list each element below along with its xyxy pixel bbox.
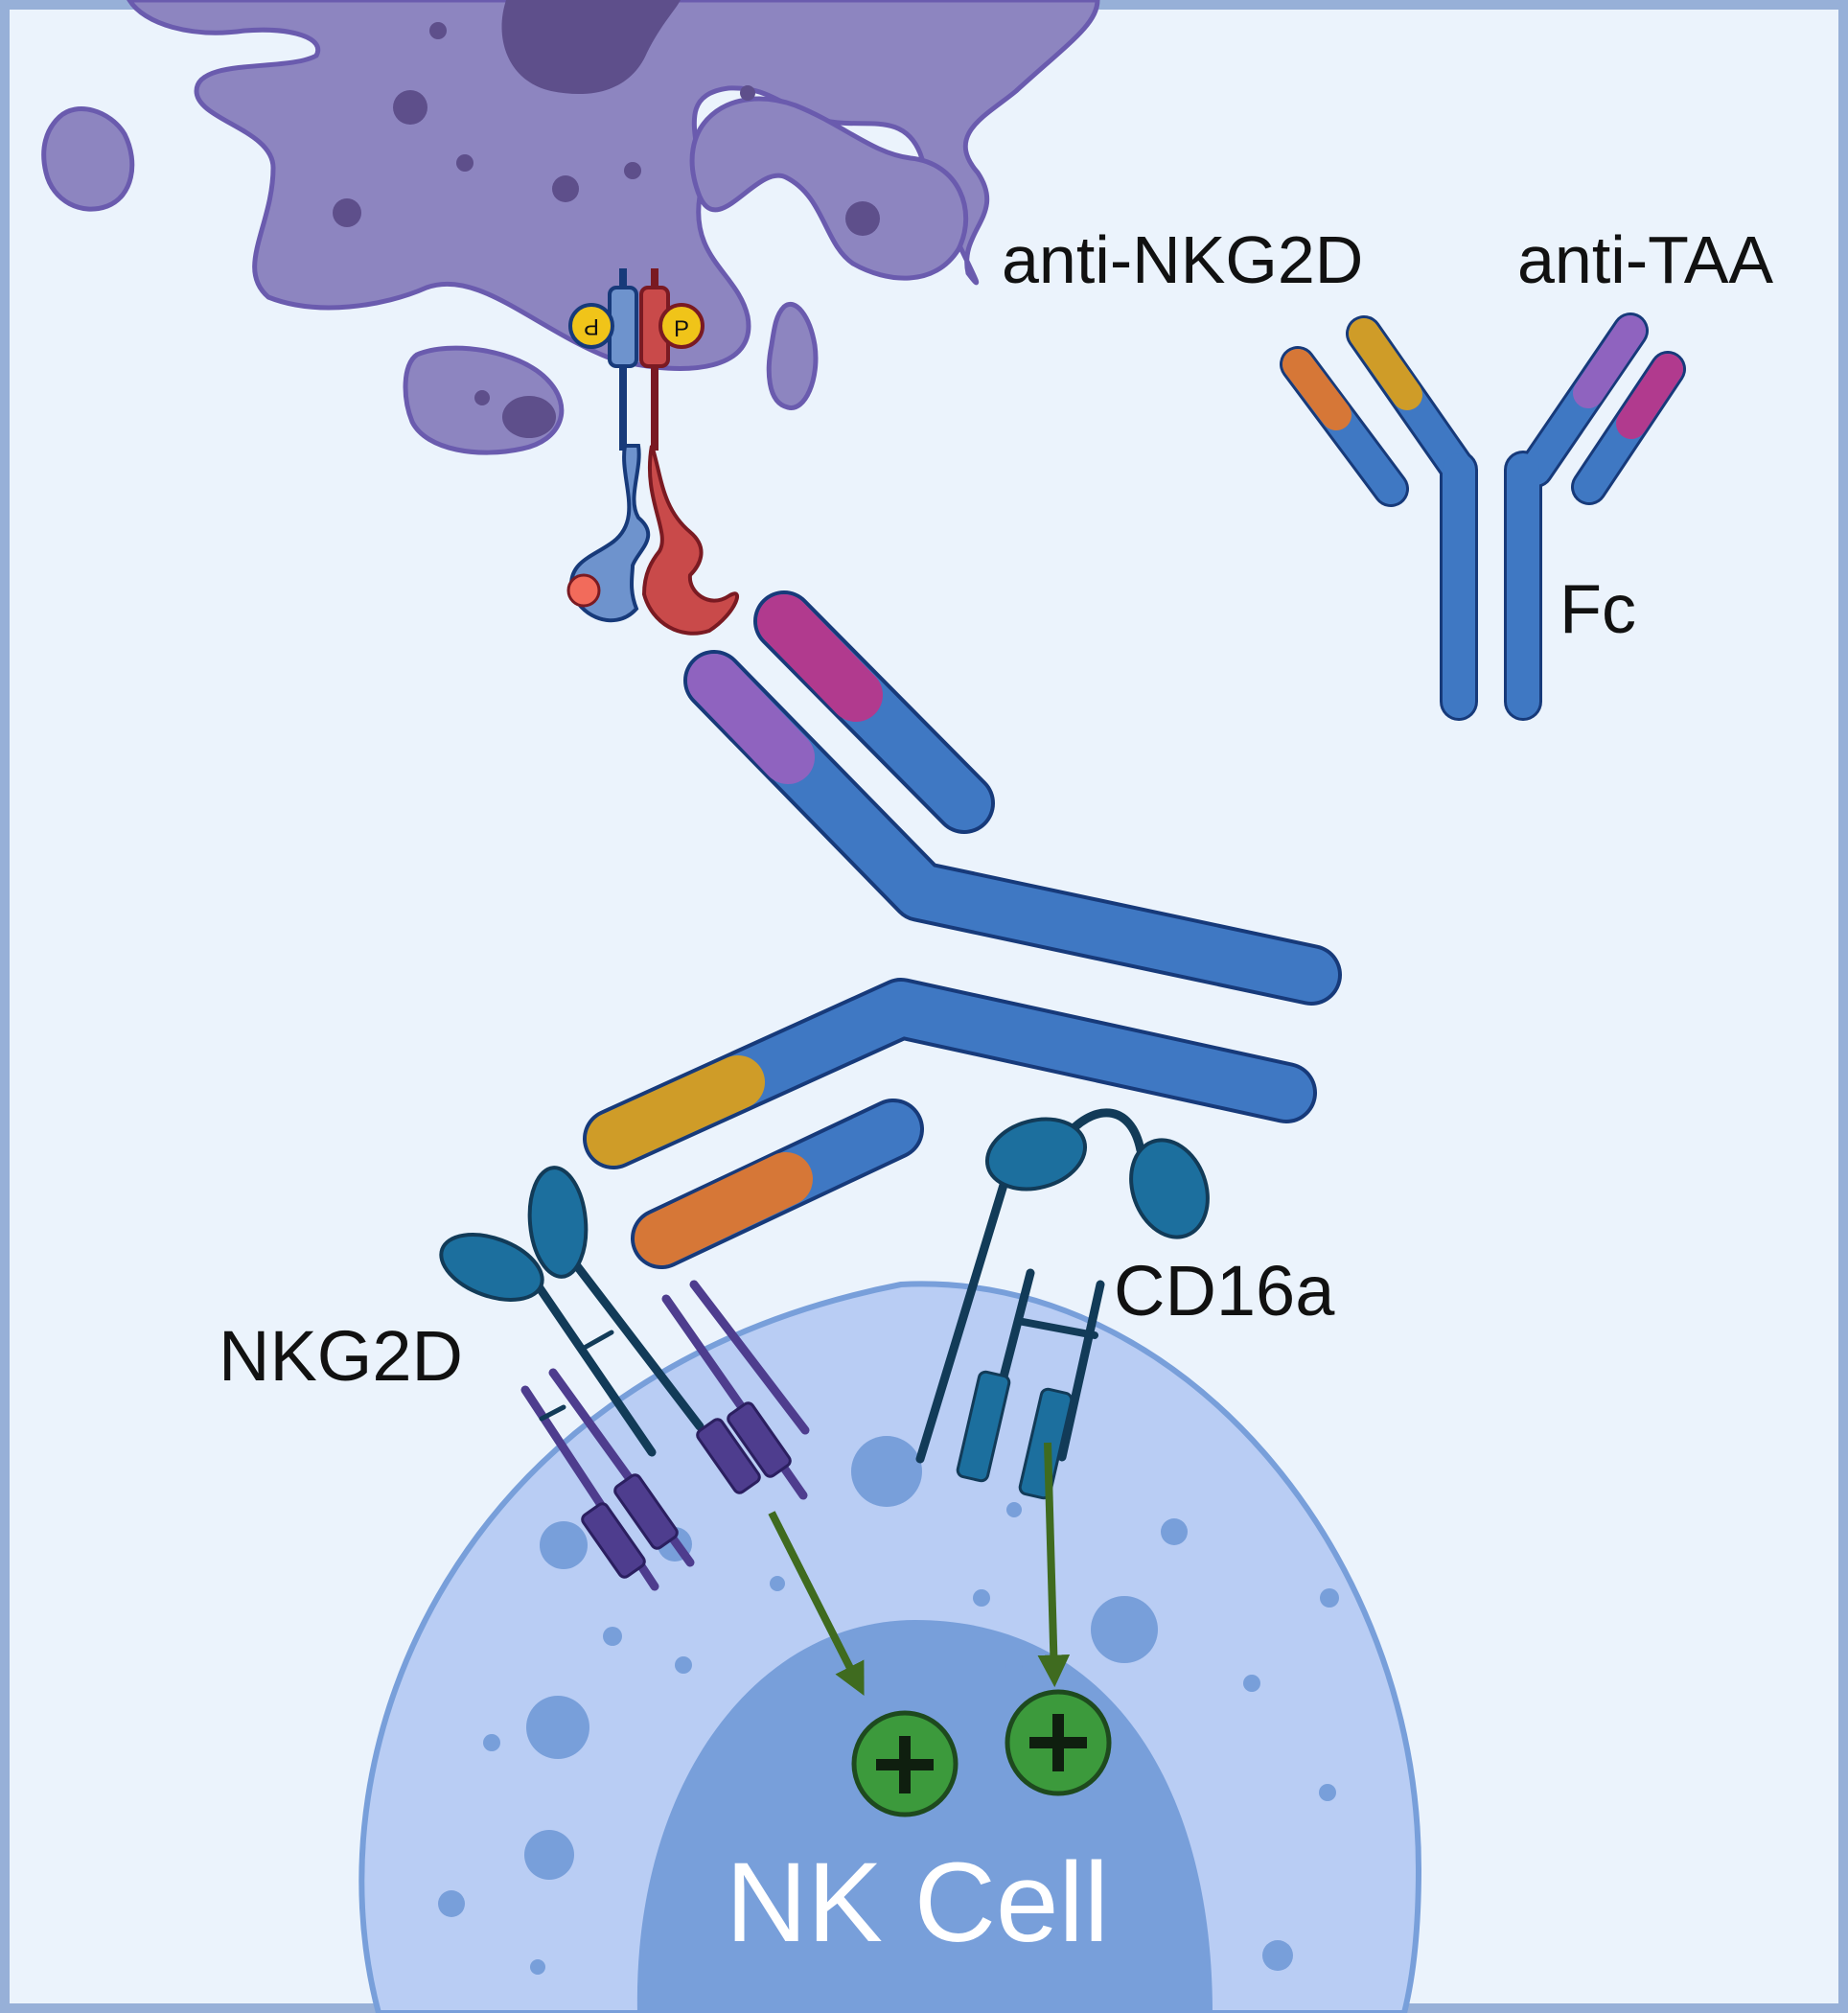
activation-plus-icon: +: [1005, 1689, 1112, 1796]
tumor-cell-lobe: [689, 96, 969, 281]
nk-vesicle: [973, 1589, 990, 1607]
nkg2d-receptor: [439, 1166, 810, 1591]
ligand-domain-red: [641, 445, 739, 636]
tumor-granule: [474, 390, 490, 405]
cd16a-domain: [1129, 1138, 1210, 1239]
tumor-cell-body: [127, 0, 1100, 371]
phosphate-label: P: [584, 313, 599, 339]
signal-arrow-nkg2d: [768, 1511, 865, 1696]
nk-vesicle: [530, 1959, 545, 1975]
tumor-granule: [624, 162, 641, 179]
nk-vesicle: [483, 1734, 500, 1751]
nkg2d-tm-segment: [727, 1401, 792, 1478]
tumor-cell: [41, 0, 1100, 455]
nk-vesicle: [1005, 1657, 1023, 1675]
nkg2d-head: [527, 1166, 589, 1279]
nk-vesicle: [1243, 1675, 1260, 1692]
tumor-bleb-nucleus: [502, 396, 556, 438]
activation-plus-icon: +: [851, 1710, 959, 1817]
nk-vesicle: [438, 1890, 465, 1917]
nkg2d-tm-segment: [696, 1418, 761, 1494]
nk-cell: NK Cell: [358, 1281, 1422, 2013]
nkg2d-tm-segment: [613, 1473, 679, 1550]
nk-cell-label: NK Cell: [726, 1839, 1109, 1966]
nk-vesicle: [770, 1576, 785, 1591]
nk-vesicle: [1006, 1502, 1022, 1517]
nk-vesicle: [1091, 1596, 1158, 1663]
tumor-granule: [393, 90, 427, 125]
tumor-nucleus: [501, 0, 681, 95]
phosphate-icon: P: [568, 303, 614, 349]
anti-nkg2d-label: anti-NKG2D: [1002, 222, 1363, 297]
nk-vesicle: [524, 1830, 574, 1880]
phosphate-label: P: [674, 316, 689, 342]
tumor-bleb-left: [41, 106, 135, 212]
nk-vesicle: [1262, 1940, 1293, 1971]
mhc-like-ligand: P P: [566, 268, 739, 636]
bispecific-antibody: [583, 590, 1342, 1269]
nk-vesicle: [675, 1656, 692, 1674]
tumor-granule: [740, 85, 755, 101]
tumor-granule: [845, 201, 880, 236]
nk-vesicle: [1320, 1588, 1339, 1608]
tumor-bleb-tail: [766, 302, 819, 410]
cd16a-label: CD16a: [1114, 1251, 1335, 1330]
nk-vesicle: [540, 1521, 588, 1569]
tumor-granule: [429, 22, 447, 39]
tumor-granule: [456, 154, 474, 172]
nkg2d-head: [439, 1233, 544, 1302]
nk-vesicle: [526, 1696, 589, 1759]
anti-taa-label: anti-TAA: [1517, 222, 1773, 297]
nk-vesicle: [603, 1627, 622, 1646]
y-antibody: [1280, 312, 1686, 721]
signal-arrow-cd16a: [1037, 1442, 1071, 1688]
nkg2d-tm-segment: [581, 1502, 646, 1579]
nkg2d-label: NKG2D: [219, 1316, 463, 1396]
nk-vesicle: [1319, 1784, 1336, 1801]
cd16a-tm-segment: [956, 1370, 1011, 1483]
fc-label: Fc: [1559, 571, 1636, 648]
cd16a-domain: [984, 1117, 1088, 1192]
phosphate-icon: P: [658, 303, 705, 349]
nk-vesicle: [1161, 1518, 1188, 1545]
nk-vesicle: [851, 1436, 922, 1507]
tumor-granule: [552, 175, 579, 202]
tumor-granule: [333, 198, 361, 227]
ligand-bound-dot: [566, 573, 601, 608]
